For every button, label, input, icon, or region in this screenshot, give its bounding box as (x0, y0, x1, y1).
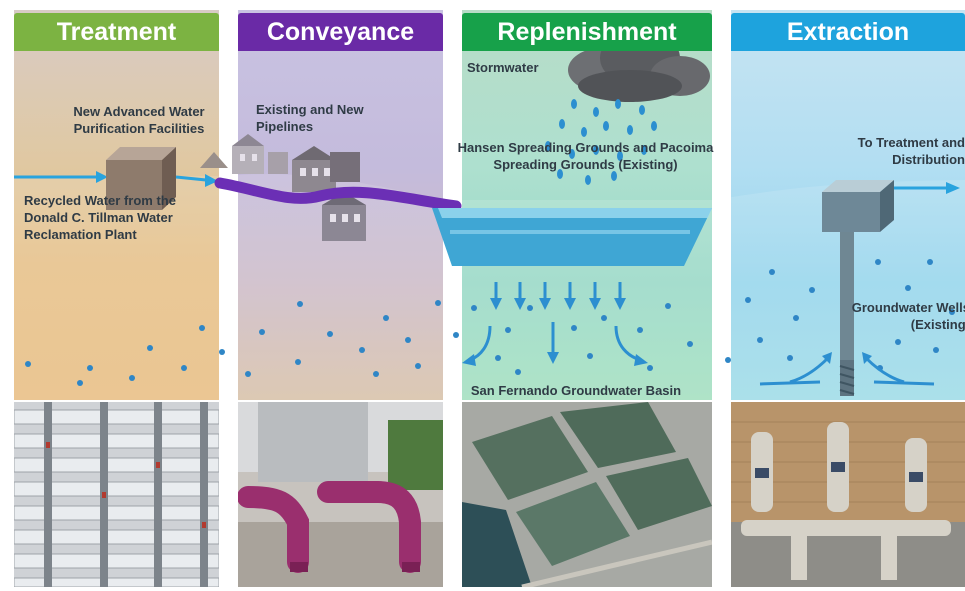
extraction-photo (731, 402, 965, 587)
well-inflow-arrows-icon (759, 352, 935, 386)
groundwater-wells-label: Groundwater Wells (Existing) (851, 300, 965, 332)
tab-treatment: Treatment (14, 13, 219, 51)
tab-conveyance: Conveyance (238, 13, 443, 51)
houses-icon (200, 134, 366, 241)
pipelines-label: Existing and New Pipelines (256, 102, 364, 134)
recycled-water-label: Recycled Water from the Donald C. Tillma… (24, 193, 176, 242)
pipeline-icon (214, 177, 462, 212)
spreading-grounds-label: Hansen Spreading Grounds and Pacoima Spr… (457, 140, 714, 172)
treatment-photo (14, 402, 219, 587)
replenishment-photo (462, 402, 712, 587)
facility-box-icon (106, 147, 176, 210)
distribution-arrow-icon (894, 182, 960, 194)
recycled-water-arrow-icon (14, 171, 108, 183)
process-illustration (14, 30, 960, 396)
spreading-basin (432, 208, 712, 266)
conveyance-photo (238, 402, 443, 587)
distribution-label: To Treatment and Distribution (857, 135, 965, 167)
infiltration-arrows-icon (462, 282, 648, 366)
stormwater-label: Stormwater (467, 60, 539, 75)
tab-replenishment: Replenishment (462, 13, 712, 51)
facility-outflow-arrow-icon (175, 174, 218, 187)
tab-extraction: Extraction (731, 13, 965, 51)
facility-label: New Advanced Water Purification Faciliti… (73, 104, 205, 136)
well-pump-icon (822, 180, 894, 396)
rain-drops-icon (545, 99, 657, 185)
groundwater-basin-label: San Fernando Groundwater Basin (470, 383, 682, 398)
groundwater-dots (25, 259, 955, 386)
